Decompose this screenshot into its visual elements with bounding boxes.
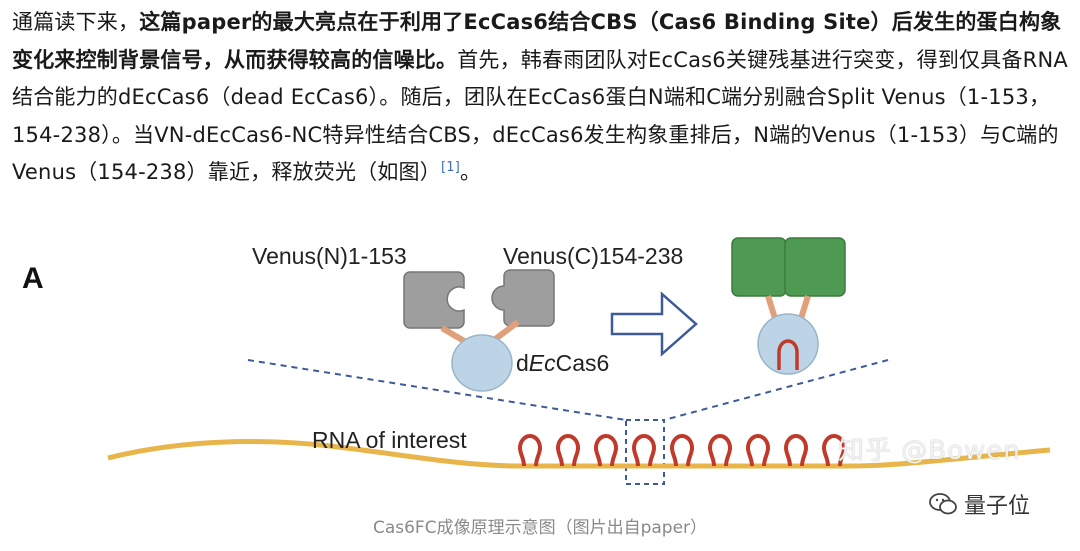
zhihu-watermark: 知乎 @Bowen [838,436,1021,466]
venus-n-assembled [731,237,787,297]
cbs-hairpins [517,434,847,467]
qbit-label: 量子位 [964,494,1031,519]
figure-caption: Cas6FC成像原理示意图（图片出自paper） [372,518,708,538]
body-text: 首先，韩春雨团队对EcCas6关键残基进行突变，得到仅具备RNA结合能力的dEc… [12,47,1068,185]
venus-c-label: Venus(C)154-238 [503,243,683,269]
hairpin-6 [707,434,733,467]
hairpin-7 [745,434,771,467]
zoom-line-left [247,359,627,421]
decas6-label-cas6: Cas6 [556,350,610,376]
rna-label: RNA of interest [312,427,467,453]
venus-n-fragment [403,271,465,329]
bound-hairpin [777,339,799,370]
decas6-label: dEcCas6 [516,350,609,376]
decas6-label-ec: Ec [529,350,556,376]
citation-link[interactable]: [1] [440,160,460,175]
hairpin-9 [821,434,847,467]
panel-label: A [22,262,44,295]
hairpin-3 [593,434,619,467]
transition-arrow [610,291,698,357]
hairpin-1 [517,434,543,467]
venus-n-label: Venus(N)1-153 [252,243,407,269]
zoom-line-right [663,359,889,421]
end-text: 。 [459,160,482,184]
article-paragraph: 通篇读下来，这篇paper的最大亮点在于利用了EcCas6结合CBS（Cas6 … [12,4,1072,192]
hairpin-8 [783,434,809,467]
qbit-watermark: 量子位 [928,488,1030,520]
venus-c-fragment [491,269,555,327]
zoom-box [625,419,665,485]
hairpin-4 [631,434,657,467]
venus-c-assembled [784,237,846,297]
wechat-icon [929,493,957,515]
decas6-bound [757,313,819,375]
decas6-protein [451,334,513,392]
highlight-text: 这篇paper的最大亮点在于利用了EcCas6结合CBS（Cas6 Bindin… [12,10,1062,72]
rna-strand [107,439,1051,469]
decas6-label-d: d [516,350,529,376]
hairpin-5 [669,434,695,467]
hairpin-2 [555,434,581,467]
figure-svg: A Venus(N)1-153 Venus(C)154-238 dEcCas6 [22,237,1051,485]
schematic-figure: A Venus(N)1-153 Venus(C)154-238 dEcCas6 [0,220,1080,520]
intro-text: 通篇读下来， [12,10,140,34]
